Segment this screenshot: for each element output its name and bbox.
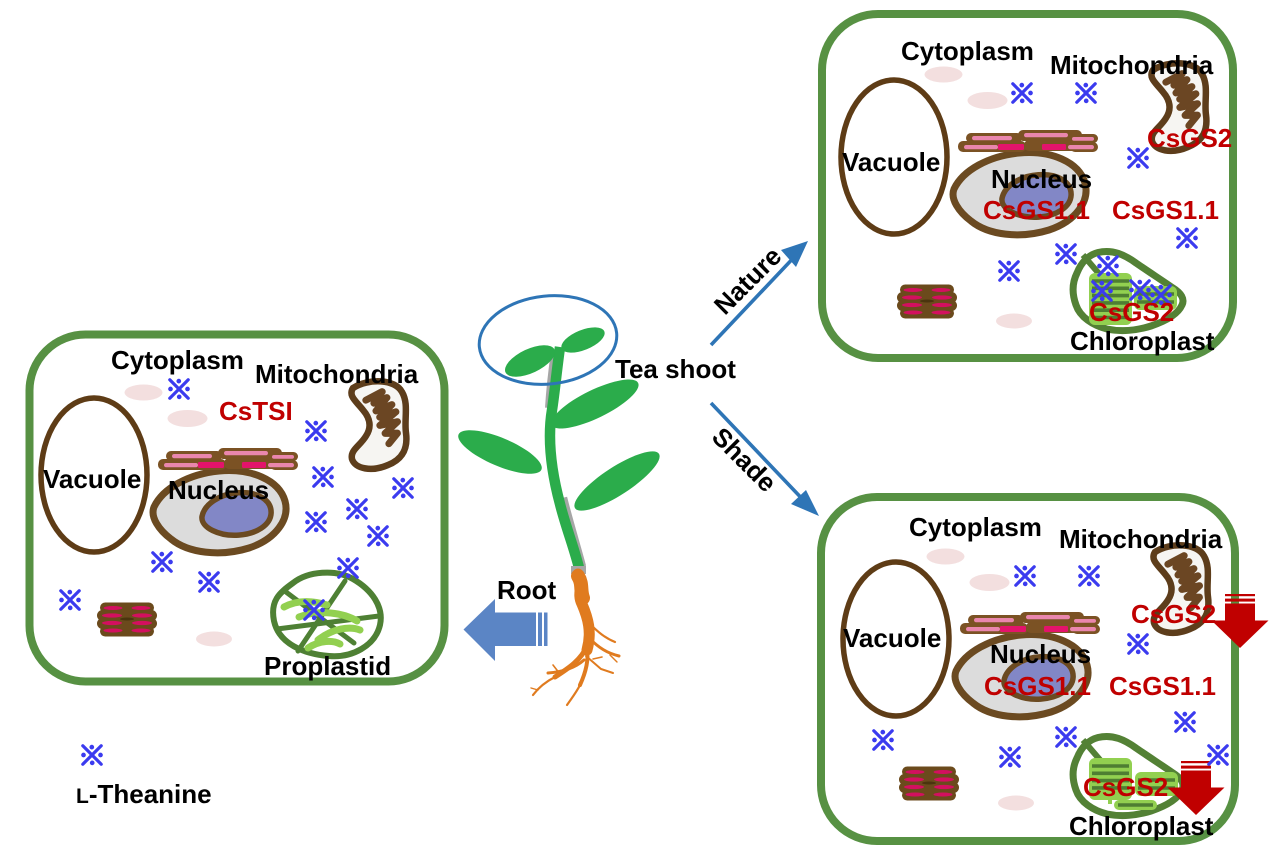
svg-text:Cytoplasm: Cytoplasm — [111, 345, 244, 375]
svg-text:Cytoplasm: Cytoplasm — [909, 512, 1042, 542]
svg-text:CsGS1.1: CsGS1.1 — [1109, 671, 1216, 701]
svg-text:Nucleus: Nucleus — [990, 639, 1091, 669]
svg-text:CsGS1.1: CsGS1.1 — [983, 195, 1090, 225]
svg-text:Nucleus: Nucleus — [991, 164, 1092, 194]
svg-text:Chloroplast: Chloroplast — [1069, 811, 1214, 841]
svg-text:Vacuole: Vacuole — [842, 147, 940, 177]
svg-text:Nucleus: Nucleus — [168, 475, 269, 505]
svg-text:Mitochondria: Mitochondria — [1059, 524, 1223, 554]
svg-text:Cytoplasm: Cytoplasm — [901, 36, 1034, 66]
svg-text:CsGS2: CsGS2 — [1083, 772, 1168, 802]
svg-text:CsGS2: CsGS2 — [1131, 599, 1216, 629]
svg-text:Shade: Shade — [706, 421, 782, 497]
svg-text:CsGS2: CsGS2 — [1147, 123, 1232, 153]
svg-text:Mitochondria: Mitochondria — [255, 359, 419, 389]
svg-text:Vacuole: Vacuole — [43, 464, 141, 494]
svg-text:Mitochondria: Mitochondria — [1050, 50, 1214, 80]
svg-text:CsTSI: CsTSI — [219, 396, 293, 426]
svg-text:CsGS1.1: CsGS1.1 — [1112, 195, 1219, 225]
svg-text:Tea shoot: Tea shoot — [615, 354, 736, 384]
svg-text:Proplastid: Proplastid — [264, 651, 391, 681]
svg-text:Chloroplast: Chloroplast — [1070, 326, 1215, 356]
svg-text:CsGS2: CsGS2 — [1089, 297, 1174, 327]
svg-text:CsGS1.1: CsGS1.1 — [984, 671, 1091, 701]
svg-text:Vacuole: Vacuole — [843, 623, 941, 653]
svg-text:Root: Root — [497, 575, 557, 605]
svg-text:L-Theanine: L-Theanine — [76, 779, 212, 809]
